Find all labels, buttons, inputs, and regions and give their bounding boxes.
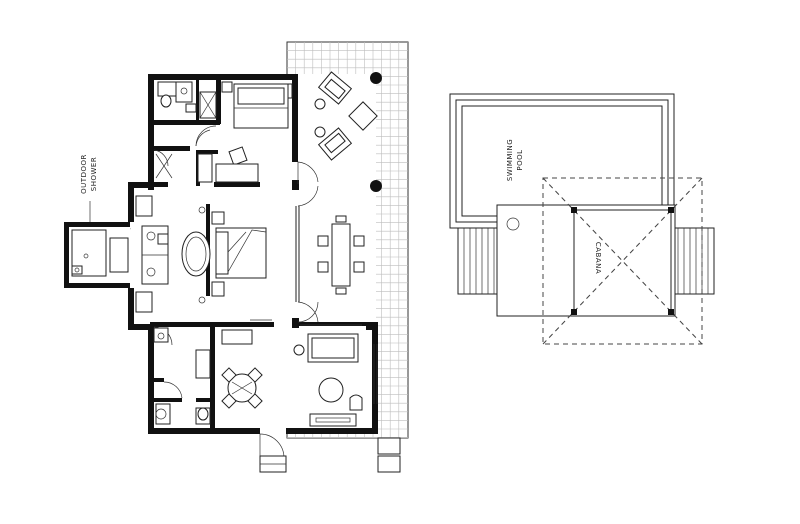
east-wall-bedroom xyxy=(292,74,298,162)
sink-icon xyxy=(175,81,193,103)
swimming-pool-label-2: POOL xyxy=(516,149,524,170)
outdoor-shower-label-2: SHOWER xyxy=(90,157,98,191)
nightstand xyxy=(221,81,233,93)
toilet-icon xyxy=(160,94,172,108)
pool-coping xyxy=(455,99,669,223)
outdoor-dining-table xyxy=(331,223,351,287)
cabana-post xyxy=(668,207,674,213)
basin-icon xyxy=(155,408,167,420)
pool-cabana-area: SWIMMING POOL CABANA xyxy=(449,93,715,345)
cabana-label: CABANA xyxy=(594,242,602,274)
armchair-icon xyxy=(228,146,248,166)
upper-bathroom xyxy=(157,81,233,119)
nightstand-left xyxy=(211,211,225,225)
living-room xyxy=(293,322,376,427)
vanity-upper xyxy=(135,195,153,217)
pillow-icon xyxy=(237,87,285,105)
bathtub-icon xyxy=(181,231,211,277)
dining-area xyxy=(221,329,263,409)
west-wall-upper xyxy=(148,74,154,190)
pool-side-deck-right xyxy=(671,227,715,295)
outdoor-shower: OUTDOOR SHOWER xyxy=(64,154,130,288)
deck-furniture xyxy=(314,71,382,295)
side-lamp-icon xyxy=(293,344,305,356)
entry-steps xyxy=(259,437,401,473)
side-table-icon xyxy=(348,101,378,131)
cabana-roof-outline xyxy=(542,177,703,345)
nightstand-right xyxy=(211,281,225,297)
pool-side-deck-left xyxy=(457,227,499,295)
swimming-pool xyxy=(461,105,663,217)
desk-icon xyxy=(215,163,259,183)
planter-icon xyxy=(370,72,382,84)
headboard-pillows xyxy=(215,231,229,275)
coffee-table-icon xyxy=(318,377,344,403)
north-wall xyxy=(148,74,298,80)
cabana-post xyxy=(668,309,674,315)
east-wall-living xyxy=(372,322,378,434)
cabana-post xyxy=(571,207,577,213)
sink-lower-icon xyxy=(155,403,171,425)
cabana-platform xyxy=(496,204,676,317)
toilet-lower-icon xyxy=(153,327,169,343)
umbrella-base-icon xyxy=(506,217,520,231)
toilet-tank xyxy=(157,81,177,97)
cabana-post xyxy=(571,309,577,315)
vanity-lower xyxy=(135,291,153,313)
sideboard-icon xyxy=(221,329,253,345)
glazing xyxy=(250,206,378,404)
closet-lower xyxy=(195,349,211,379)
south-wall-right xyxy=(286,428,378,434)
outdoor-shower-label-1: OUTDOOR xyxy=(80,154,88,194)
master-bedroom xyxy=(135,195,267,313)
wardrobe-icon xyxy=(197,153,213,183)
south-wall-left xyxy=(148,428,260,434)
toilet-lower-2-icon xyxy=(197,407,209,421)
bedroom-two xyxy=(155,83,293,183)
lounge-chair-icon xyxy=(349,394,363,411)
planter-icon-2 xyxy=(370,180,382,192)
lower-bathroom xyxy=(153,327,211,425)
door-swings xyxy=(109,125,319,459)
swimming-pool-label-1: SWIMMING xyxy=(506,139,514,181)
tv-console-icon xyxy=(309,413,357,427)
